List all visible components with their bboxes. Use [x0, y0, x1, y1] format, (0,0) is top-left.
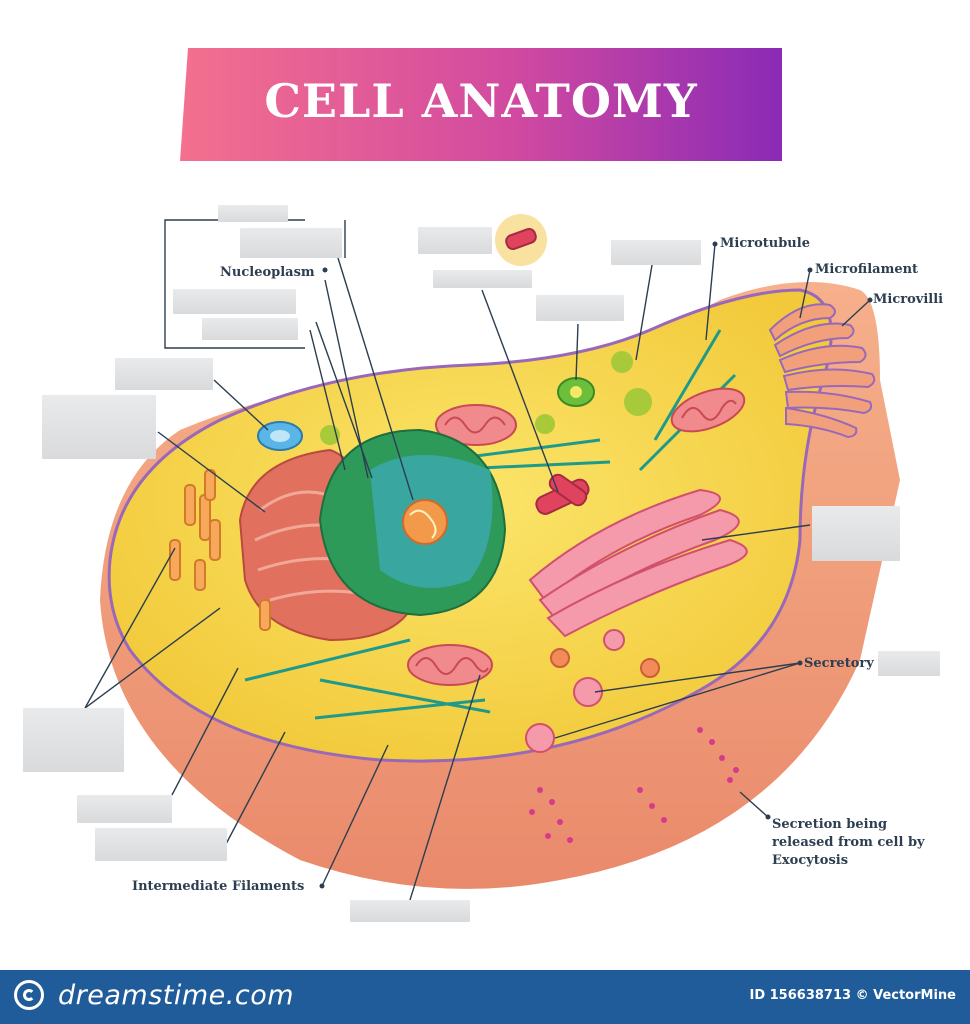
blank-label-box — [202, 318, 298, 340]
blank-label-box — [240, 228, 342, 258]
mitochondria — [407, 387, 746, 686]
blank-label-box — [115, 358, 213, 390]
label-microfilament: Microfilament — [815, 262, 919, 277]
secretory-vesicles — [525, 629, 660, 753]
blank-label-box — [433, 270, 532, 288]
blank-label-box — [878, 651, 940, 676]
title-banner: CELL ANATOMY — [180, 48, 782, 161]
blank-label-box — [218, 205, 288, 222]
blank-label-box — [77, 795, 172, 823]
label-nucleoplasm: Nucleoplasm — [220, 265, 315, 280]
centriole-icon — [495, 214, 547, 266]
blank-label-box — [812, 506, 900, 561]
smooth-er — [169, 469, 271, 631]
cell-illustration — [84, 214, 900, 901]
blank-label-box — [611, 240, 701, 265]
label-microtubule: Microtubule — [720, 236, 810, 251]
golgi-apparatus — [528, 488, 748, 638]
blank-label-box — [95, 828, 227, 861]
label-intermediate-filaments: Intermediate Filaments — [132, 879, 305, 894]
label-microvilli: Microvilli — [873, 292, 944, 307]
label-secretion-line-2: released from cell by — [772, 835, 925, 850]
dreamstime-logo-icon — [14, 980, 44, 1010]
exocytosis-particles — [529, 727, 739, 843]
nucleus — [318, 428, 507, 617]
blank-label-box — [23, 708, 124, 772]
footer-bar: dreamstime.com ID 156638713 © VectorMine — [0, 970, 970, 1024]
blank-label-box — [536, 295, 624, 321]
blank-label-box — [173, 289, 296, 314]
footer-image-id: ID 156638713 © VectorMine — [749, 988, 956, 1003]
label-secretion-line-1: Secretion being — [772, 817, 888, 832]
footer-brand: dreamstime.com — [58, 980, 295, 1011]
blank-label-box — [42, 395, 156, 459]
label-secretion-line-3: Exocytosis — [772, 853, 849, 868]
blank-label-box — [418, 227, 492, 254]
label-secretory: Secretory — [804, 656, 874, 671]
page-title: CELL ANATOMY — [264, 74, 698, 128]
blank-label-box — [350, 900, 470, 922]
vesicles — [320, 351, 652, 445]
microtubule-segment — [535, 473, 590, 515]
microvilli — [768, 303, 876, 439]
